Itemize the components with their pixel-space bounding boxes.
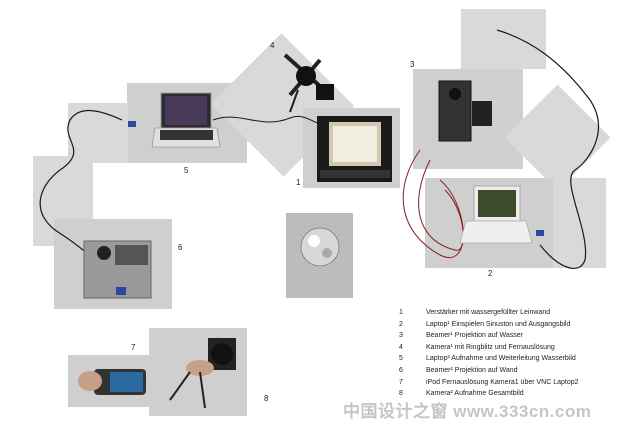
label-number-beamer-1: 3	[410, 60, 415, 69]
label-number-amplifier: 1	[296, 178, 301, 187]
legend-row: 6 Beamer² Projektion auf Wand	[399, 365, 631, 377]
legend-number: 2	[399, 320, 403, 328]
legend-row: 3 Beamer¹ Projektion auf Wasser	[399, 330, 631, 342]
camera-2-device	[169, 338, 236, 409]
legend-row: 7 iPod Fernauslösung Kamera1 über VNC La…	[399, 377, 631, 389]
legend-text: Beamer¹ Projektion auf Wasser	[426, 332, 523, 340]
legend-text: iPod Fernauslösung Kamera1 über VNC Lapt…	[426, 378, 579, 386]
laptop-2-device	[128, 92, 221, 148]
legend-text: Laptop² Aufnahme und Weiterleitung Wasse…	[426, 355, 576, 363]
legend-text: Laptop¹ Einspielen Sinuston und Ausgangs…	[426, 320, 571, 328]
cable-laptop2-amp	[212, 116, 326, 126]
red-cable-1	[402, 149, 464, 258]
legend-number: 7	[399, 378, 403, 386]
red-cable-2	[418, 159, 464, 251]
legend-row: 2 Laptop¹ Einspielen Sinuston und Ausgan…	[399, 319, 631, 331]
camera-1-device	[283, 53, 334, 113]
amplifier-device	[317, 116, 392, 182]
beamer-2-device	[83, 240, 152, 299]
label-number-ipod: 7	[131, 343, 136, 352]
legend-text: Kamera¹ mit Ringblitz und Fernauslösung	[426, 343, 555, 351]
label-number-camera-1: 4	[270, 41, 275, 50]
legend-number: 6	[399, 366, 403, 374]
disco-ball	[300, 227, 340, 267]
legend-number: 5	[399, 355, 403, 363]
watermark: 中国设计之窗 www.333cn.com	[343, 402, 592, 421]
legend-row: 8 Kamera² Aufnahme Gesamtbild	[399, 388, 631, 400]
cable-beamer1-right	[496, 29, 600, 269]
legend-number: 8	[399, 390, 403, 398]
label-number-camera-2: 8	[264, 394, 269, 403]
legend-row: 4 Kamera¹ mit Ringblitz und Fernauslösun…	[399, 342, 631, 354]
legend-number: 4	[399, 343, 403, 351]
legend-number: 1	[399, 309, 403, 316]
beamer-1-device	[438, 80, 492, 142]
label-number-beamer-2: 6	[178, 243, 183, 252]
photo-cable-right-low	[553, 178, 606, 268]
laptop-1-device	[459, 185, 544, 244]
cable-left-loop	[39, 110, 123, 291]
legend-text: Kamera² Aufnahme Gesamtbild	[426, 390, 524, 398]
legend-text: Verstärker mit wassergefüllter Leinwand	[426, 309, 551, 316]
label-number-laptop-2: 5	[184, 166, 189, 175]
legend: 1 Verstärker mit wassergefüllter Leinwan…	[399, 307, 631, 400]
ipod-device	[78, 369, 146, 395]
legend-row: 1 Verstärker mit wassergefüllter Leinwan…	[399, 307, 631, 319]
legend-row: 5 Laptop² Aufnahme und Weiterleitung Was…	[399, 353, 631, 365]
legend-number: 3	[399, 332, 403, 340]
label-number-laptop-1: 2	[488, 269, 493, 278]
photo-beamer-1-top	[461, 9, 546, 69]
legend-text: Beamer² Projektion auf Wand	[426, 366, 518, 374]
